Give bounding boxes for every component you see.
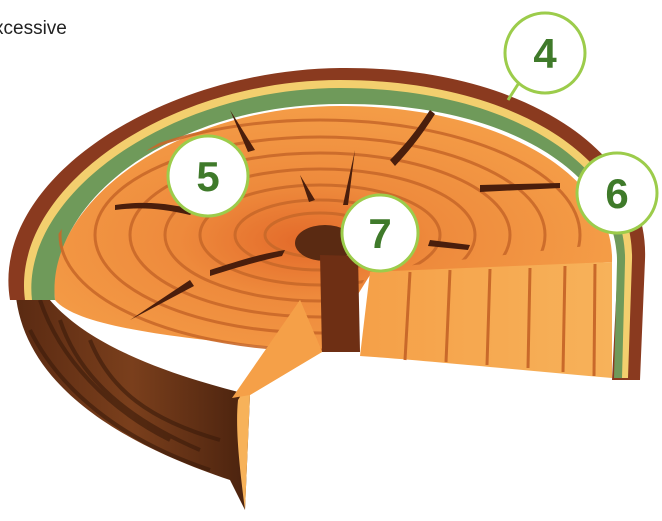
callout-badge-4: 4 [505,13,585,93]
callout-badge-7: 7 [342,195,418,271]
pith-core [320,255,360,352]
callout-badge-6-label: 6 [605,170,628,217]
callout-badge-7-label: 7 [368,210,391,257]
callout-badge-6: 6 [577,153,657,233]
callout-badge-4-label: 4 [533,30,557,77]
callout-badge-5: 5 [168,136,248,216]
callout-badge-5-label: 5 [196,153,219,200]
